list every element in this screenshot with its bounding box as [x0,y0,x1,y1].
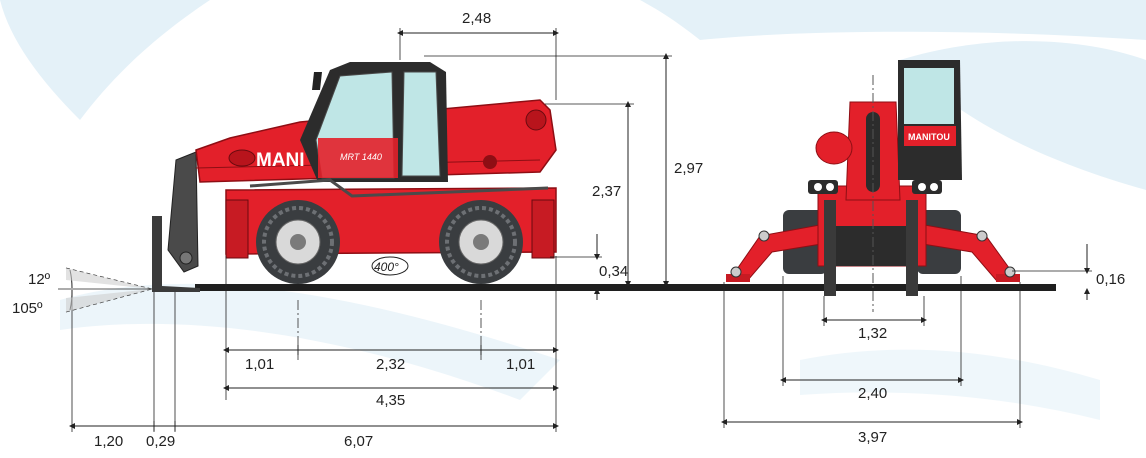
brand-label-side: MANI [256,150,305,171]
background-swoosh [0,0,1146,420]
dim-top-width: 2,48 [462,10,491,27]
fork-tilt-angles [58,267,153,313]
dim-wheelbase: 2,32 [376,356,405,373]
rear-stabilizer [531,199,555,259]
dim-boom-pivot-height: 2,37 [592,183,621,200]
fork [152,216,200,292]
dim-stabilizer-width: 3,97 [858,429,887,446]
dim-stabilizer-lift: 0,16 [1096,271,1125,288]
brand-label-rear: MANITOU [908,132,950,142]
side-view-machine: MANI MRT 1440 400° [152,62,557,292]
front-stabilizer [225,199,249,259]
model-label: MRT 1440 [340,152,382,162]
dim-ground-clearance: 0,34 [599,263,628,280]
dim-total-height: 2,97 [674,160,703,177]
dim-front-overhang: 1,01 [245,356,274,373]
dim-track-width: 1,32 [858,325,887,342]
front-wheel [256,200,340,284]
ground-line [195,284,1056,291]
dim-overall-width: 2,40 [858,385,887,402]
dim-stabilizer-length: 4,35 [376,392,405,409]
angle-lower: 105º [12,300,43,317]
fork-carriage [167,151,199,273]
rotation-label: 400° [374,260,399,274]
dim-fork-length: 1,20 [94,433,123,450]
dim-rear-overhang: 1,01 [506,356,535,373]
rear-view-machine: MANITOU [726,60,1020,296]
dim-fork-offset: 0,29 [146,433,175,450]
rear-wheel [439,200,523,284]
angle-upper: 12º [28,271,51,288]
dim-overall-length: 6,07 [344,433,373,450]
